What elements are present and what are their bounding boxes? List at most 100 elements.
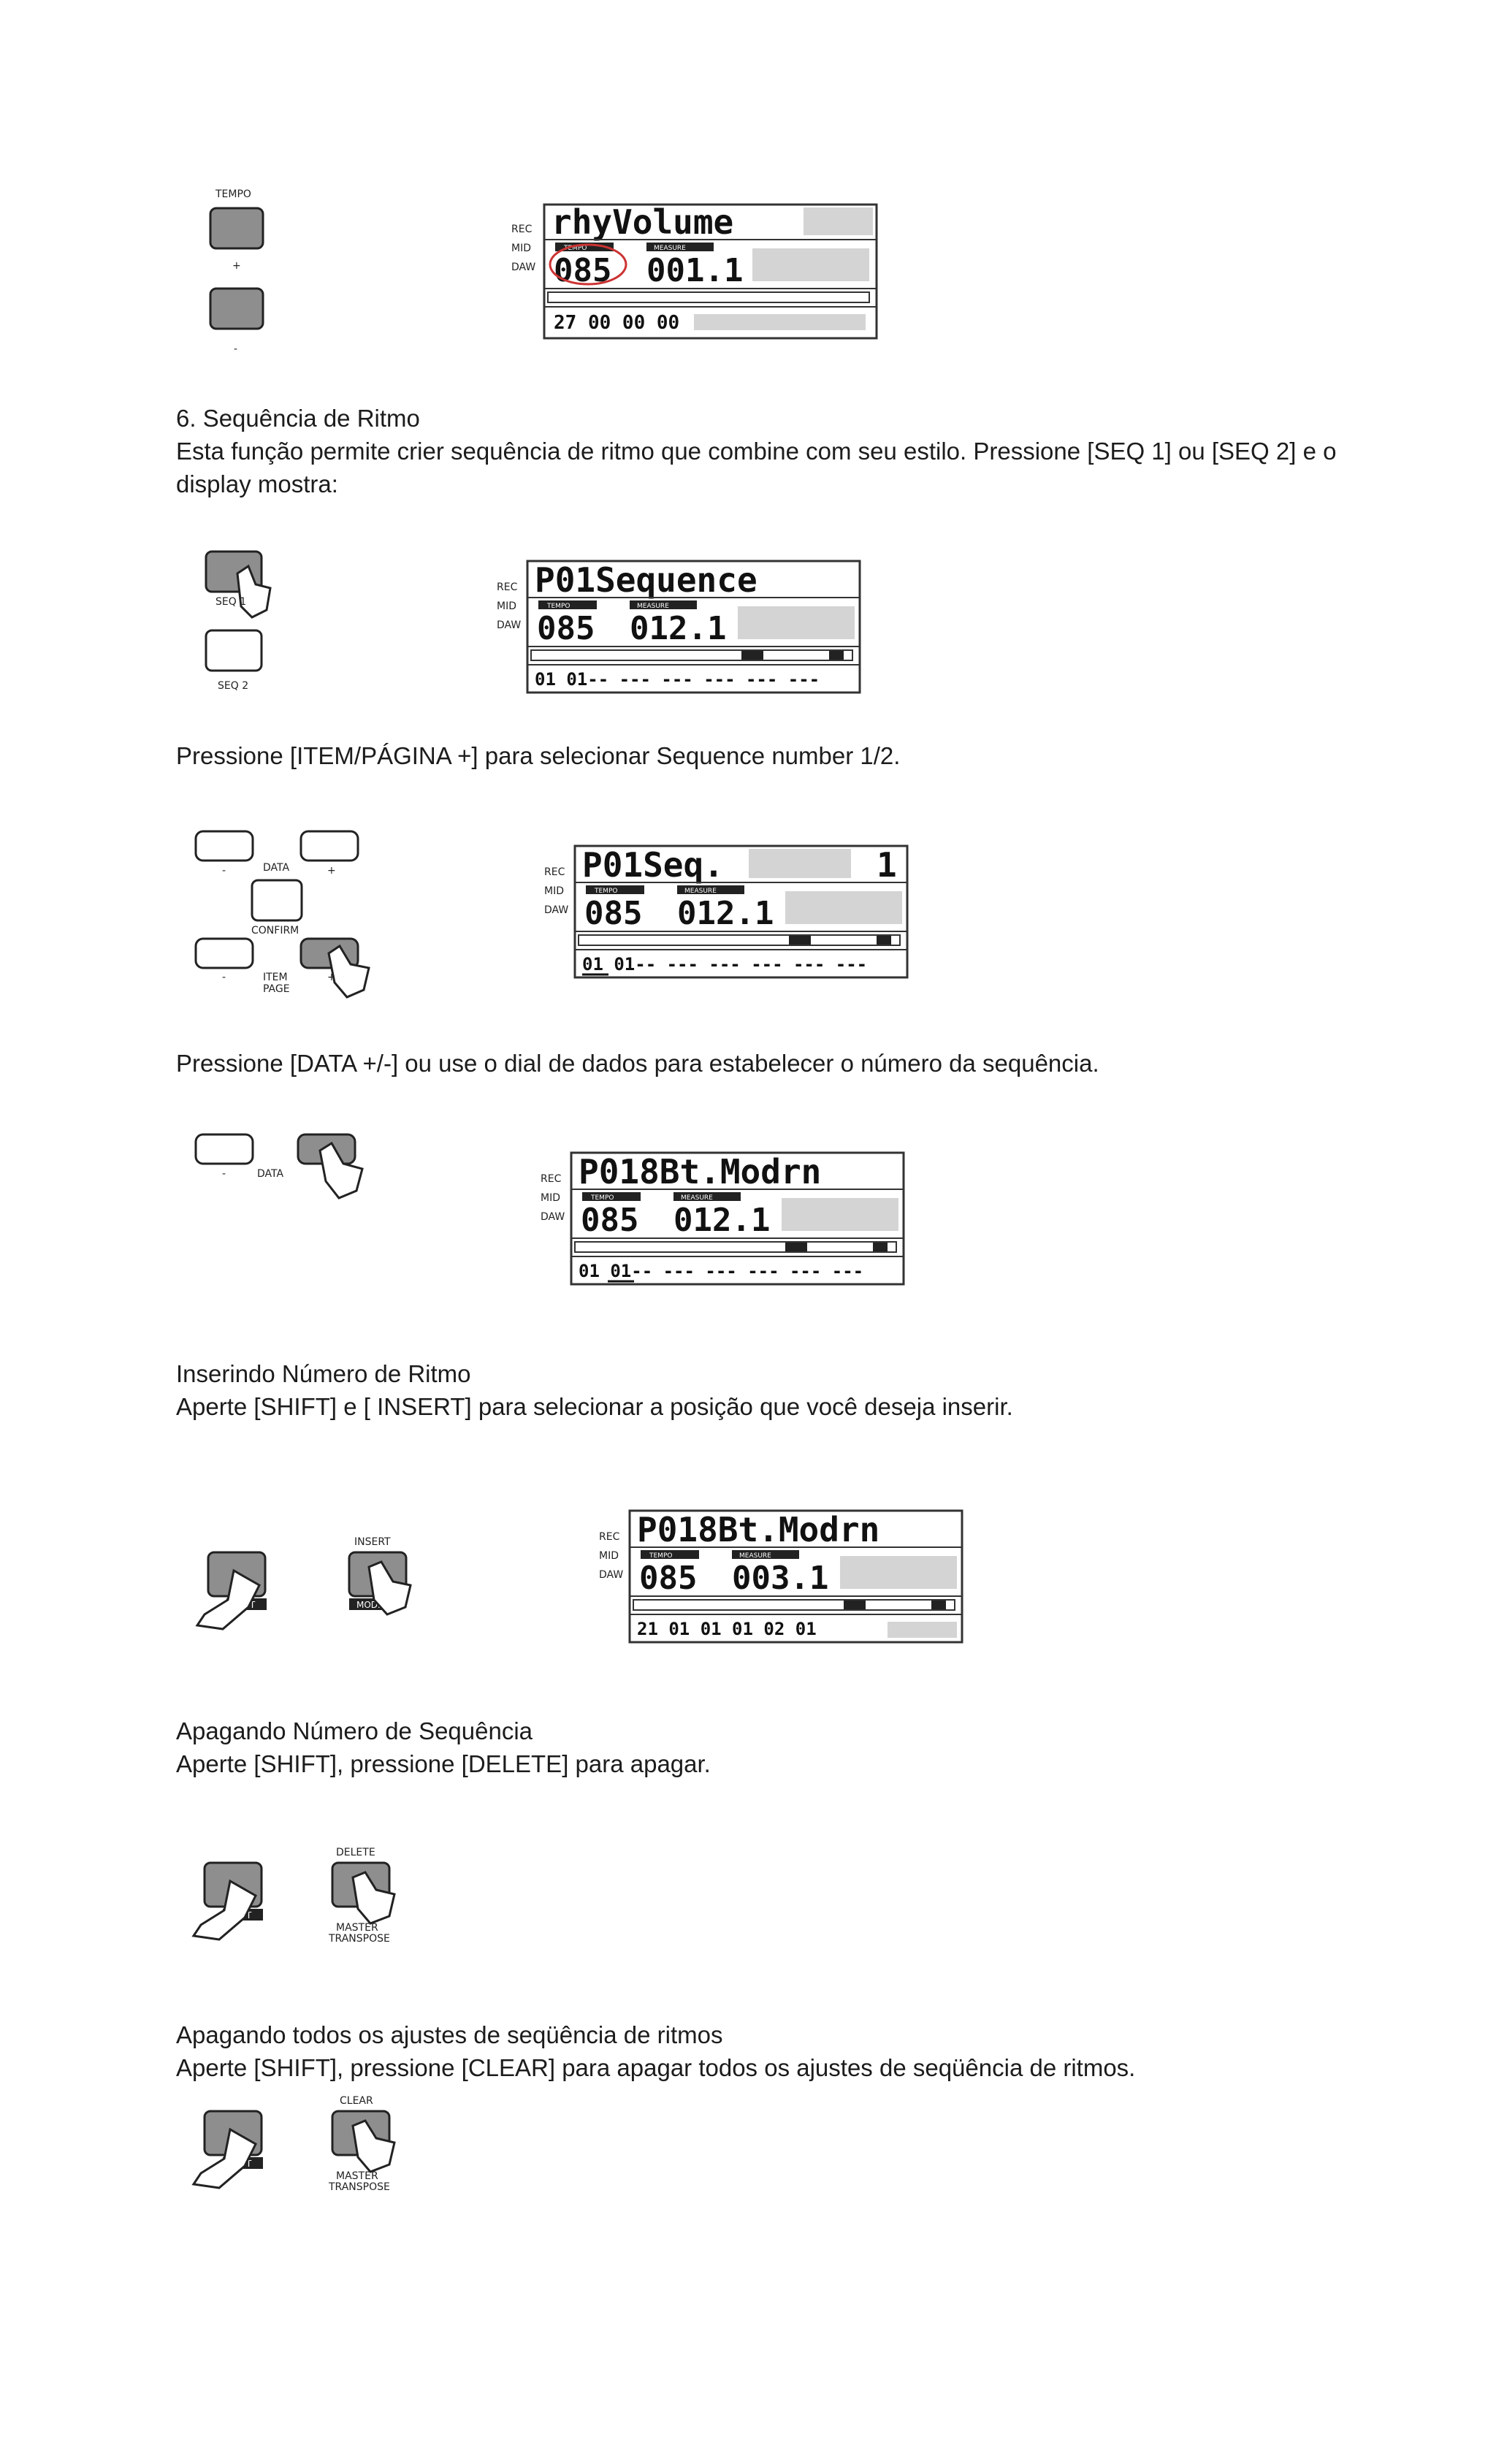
data-label: DATA xyxy=(263,862,289,874)
lcd-top-text: P018Bt.Modrn xyxy=(579,1152,821,1191)
seq-buttons-figure: SEQ 1 SEQ 2 xyxy=(205,550,272,692)
pointing-hand-icon xyxy=(351,1871,396,1925)
lcd-side-rec: REC xyxy=(511,224,533,235)
tempo-minus-button[interactable] xyxy=(209,287,264,330)
svg-text:-: - xyxy=(222,972,226,983)
svg-text:-: - xyxy=(222,1168,226,1180)
pointing-hand-icon xyxy=(318,1141,364,1199)
svg-text:MID: MID xyxy=(541,1192,560,1204)
svg-text:DAW: DAW xyxy=(497,619,521,631)
clear-heading: Apagando todos os ajustes de seqüência d… xyxy=(176,2021,723,2048)
lcd-top-text: P01Sequence xyxy=(535,560,757,600)
clear-text: Aperte [SHIFT], pressione [CLEAR] para a… xyxy=(176,2054,1136,2081)
data-item-buttons-figure: - + DATA CONFIRM - + ITEM PAGE xyxy=(194,830,370,999)
tempo-highlight-circle xyxy=(549,243,627,286)
lcd-measure-tag xyxy=(646,243,714,251)
tempo-plus-sign: + xyxy=(232,260,241,272)
item-minus-button[interactable] xyxy=(194,937,254,969)
shift-insert-figure: SHIFT INSERT MODE xyxy=(195,1536,412,1630)
insert-heading: Inserindo Número de Ritmo xyxy=(176,1360,471,1387)
svg-text:003.1: 003.1 xyxy=(732,1560,828,1597)
data-minus-button[interactable] xyxy=(194,1133,254,1165)
lcd-top-text: P018Bt.Modrn xyxy=(637,1510,879,1549)
svg-text:+: + xyxy=(327,972,336,983)
data-dial-text: Pressione [DATA +/-] ou use o dial de da… xyxy=(176,1050,1099,1077)
master-label: MASTER xyxy=(336,1922,378,1934)
svg-text:TRANSPOSE: TRANSPOSE xyxy=(328,2181,390,2193)
lcd-measure-value: 012.1 xyxy=(630,610,726,647)
svg-text:-: - xyxy=(222,865,226,877)
lcd-screen-volume: REC MID DAW rhyVolume TEMPO MEASURE 085 … xyxy=(511,202,878,340)
svg-text:012.1: 012.1 xyxy=(677,895,774,932)
pointing-hand-icon xyxy=(351,2119,396,2173)
lcd-top-text: rhyVolume xyxy=(552,202,733,242)
delete-text: Aperte [SHIFT], pressione [DELETE] para … xyxy=(176,1750,711,1777)
svg-text:085: 085 xyxy=(581,1202,638,1239)
shift-clear-figure: SHIFT CLEAR MASTER TRANSPOSE xyxy=(191,2095,396,2193)
pointing-hand-icon xyxy=(236,564,272,619)
svg-text:+: + xyxy=(327,865,336,877)
lcd-bottom-text: 27 00 00 00 xyxy=(554,312,679,334)
seq2-label: SEQ 2 xyxy=(218,680,248,692)
svg-text:012.1: 012.1 xyxy=(673,1202,770,1239)
tempo-minus-sign: - xyxy=(234,343,237,355)
svg-text:MEASURE: MEASURE xyxy=(739,1552,771,1560)
data-minus-button[interactable] xyxy=(194,830,254,862)
lcd-side-daw: DAW xyxy=(511,262,535,273)
svg-text:REC: REC xyxy=(544,866,565,878)
svg-text:TEMPO: TEMPO xyxy=(649,1552,672,1560)
shift-delete-figure: SHIFT DELETE MASTER TRANSPOSE xyxy=(191,1847,396,1945)
svg-text:MEASURE: MEASURE xyxy=(654,245,686,252)
svg-text:MID: MID xyxy=(497,600,516,612)
pointing-hand-icon xyxy=(327,944,370,999)
item-page-text: Pressione [ITEM/PÁGINA +] para seleciona… xyxy=(176,742,901,769)
svg-text:MASTER: MASTER xyxy=(336,2170,378,2182)
svg-text:TEMPO: TEMPO xyxy=(546,603,570,610)
data-buttons-figure: - DATA + xyxy=(194,1133,364,1199)
svg-text:MID: MID xyxy=(544,885,564,897)
svg-text:REC: REC xyxy=(497,581,518,593)
svg-text:DAW: DAW xyxy=(544,904,568,916)
svg-text:REC: REC xyxy=(541,1173,562,1185)
delete-label: DELETE xyxy=(336,1847,375,1858)
svg-text:085: 085 xyxy=(584,895,642,932)
svg-text:MEASURE: MEASURE xyxy=(637,603,669,610)
svg-text:TEMPO: TEMPO xyxy=(590,1194,614,1202)
lcd-ghost-icons xyxy=(752,248,869,281)
svg-text:MEASURE: MEASURE xyxy=(681,1194,713,1202)
seq2-button[interactable] xyxy=(205,629,263,672)
svg-text:MEASURE: MEASURE xyxy=(684,888,717,895)
insert-label: INSERT xyxy=(354,1536,391,1548)
data-plus-button[interactable] xyxy=(299,830,359,862)
svg-text:01 01-- --- --- --- --- ---: 01 01-- --- --- --- --- --- xyxy=(579,1261,863,1281)
lcd-screen-seq-number: REC MID DAW P01Seq. 1 TEMPO MEASURE 085 … xyxy=(544,844,909,979)
insert-text: Aperte [SHIFT] e [ INSERT] para selecion… xyxy=(176,1393,1013,1420)
confirm-label: CONFIRM xyxy=(251,925,299,937)
lcd-ghost-segments xyxy=(804,207,873,235)
svg-text:21 01 01 01 02 01: 21 01 01 01 02 01 xyxy=(637,1619,817,1639)
seq1-label: SEQ 1 xyxy=(215,596,246,608)
confirm-button[interactable] xyxy=(251,879,303,922)
pointing-hand-icon xyxy=(191,1879,257,1941)
lcd-seq-number: 1 xyxy=(877,845,897,885)
svg-text:TEMPO: TEMPO xyxy=(563,245,587,252)
svg-text:REC: REC xyxy=(599,1531,620,1543)
seq-heading: 6. Sequência de Ritmo xyxy=(176,405,420,432)
lcd-bottom-text: 01 01-- --- --- --- --- --- xyxy=(535,669,820,690)
lcd-measure-value: 001.1 xyxy=(646,252,743,289)
clear-label: CLEAR xyxy=(340,2095,373,2107)
lcd-screen-insert: REC MID DAW P018Bt.Modrn TEMPO MEASURE 0… xyxy=(599,1509,963,1644)
lcd-top-text: P01Seq. xyxy=(582,845,724,885)
svg-text:085: 085 xyxy=(639,1560,697,1597)
lcd-tempo-value: 085 xyxy=(537,610,595,647)
svg-text:DAW: DAW xyxy=(599,1569,623,1581)
tempo-plus-button[interactable] xyxy=(209,207,264,250)
transpose-label: TRANSPOSE xyxy=(328,1933,390,1945)
svg-text:01 01-- --- --- --- --- ---: 01 01-- --- --- --- --- --- xyxy=(582,954,867,974)
tempo-buttons-figure: TEMPO + - xyxy=(209,188,264,355)
lcd-screen-sequence: REC MID DAW P01Sequence TEMPO MEASURE 08… xyxy=(497,560,861,694)
svg-text:TEMPO: TEMPO xyxy=(594,888,617,895)
data-label: DATA xyxy=(257,1168,283,1180)
tempo-label: TEMPO xyxy=(215,188,251,200)
delete-heading: Apagando Número de Sequência xyxy=(176,1717,533,1744)
